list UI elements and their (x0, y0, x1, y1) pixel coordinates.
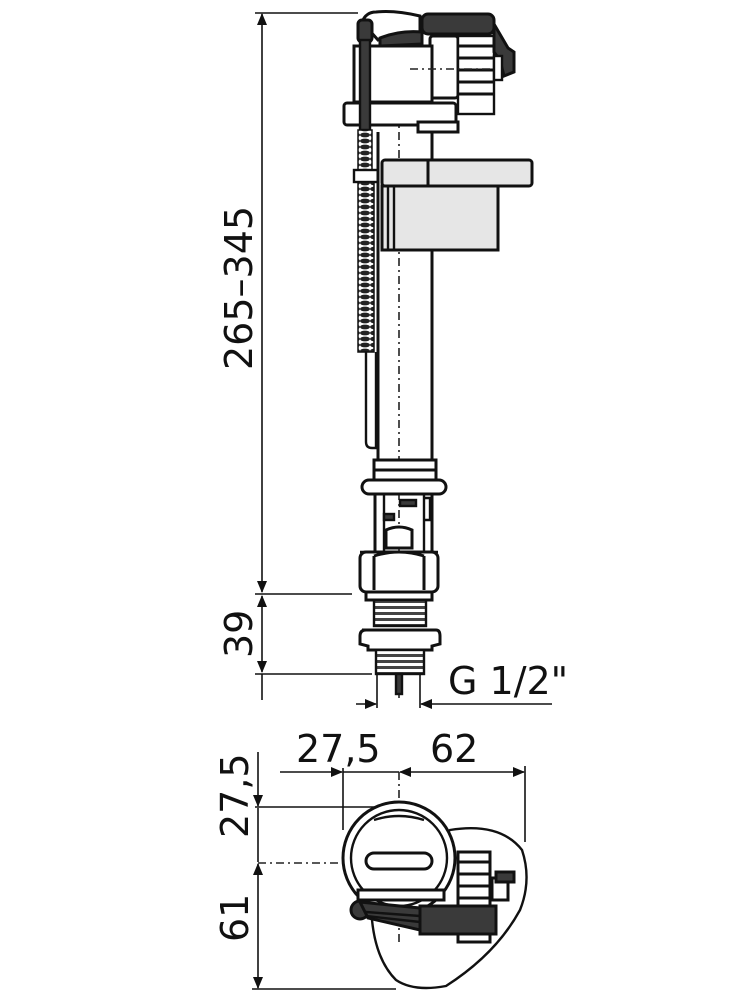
thread-length-label: 39 (217, 610, 261, 658)
dimension-thread-spec: G 1/2" (356, 659, 568, 709)
dimension-plan-left-offset: 27,5 (280, 727, 399, 830)
thread-spec-label: G 1/2" (448, 659, 568, 703)
fill-valve-plan-view (258, 772, 528, 990)
dimension-total-height: 265–345 (217, 12, 358, 593)
dimension-plan-right-width: 62 (399, 727, 526, 842)
dimension-plan-top-offset: 27,5 (213, 752, 376, 838)
plan-top-offset-label: 27,5 (213, 753, 257, 838)
plan-right-width-label: 62 (430, 727, 478, 771)
dimension-thread-length: 39 (217, 593, 372, 700)
plan-bottom-depth-label: 61 (213, 894, 257, 942)
fill-valve-side-view (342, 10, 534, 700)
dimension-plan-bottom-depth: 61 (213, 808, 396, 990)
plan-left-offset-label: 27,5 (296, 727, 381, 771)
total-height-label: 265–345 (217, 206, 261, 370)
